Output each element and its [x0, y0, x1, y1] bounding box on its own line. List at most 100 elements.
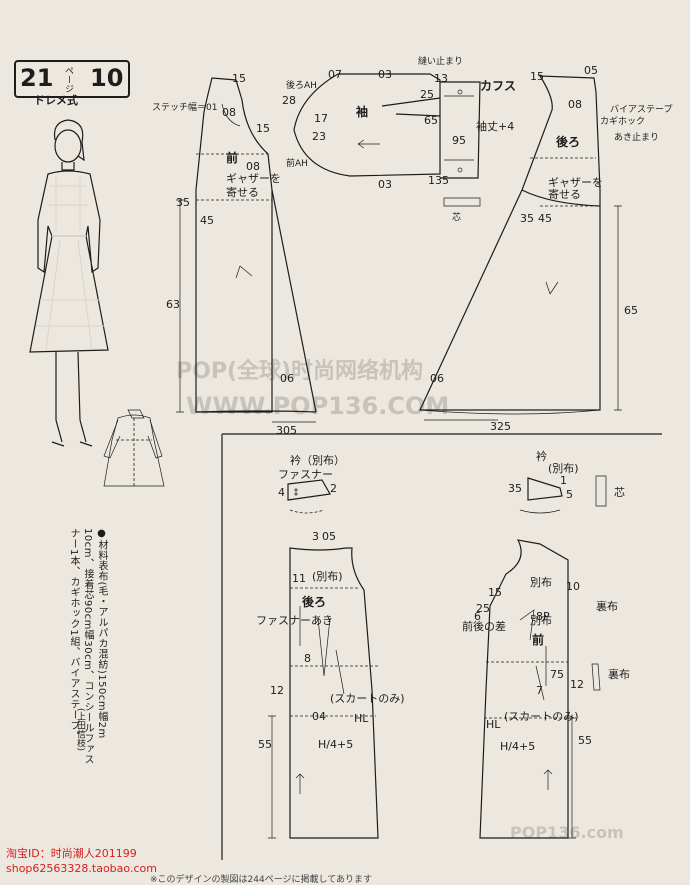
zipper-label: ファスナー — [278, 468, 333, 481]
sewing-end-label: 縫い止まり — [418, 55, 463, 67]
lining-label: 裏布 — [596, 599, 618, 613]
back-pattern — [419, 75, 601, 415]
dim-63: 63 — [166, 298, 180, 311]
designer-credit: (上田信枝) — [75, 708, 85, 752]
dim-08-back: 08 — [568, 98, 582, 111]
side-diff-label: 前後の差 — [462, 619, 506, 633]
dim-25-lining: 25 — [476, 602, 490, 615]
materials-line-3: ナー1本、カギホック1組、バイアステープ。 — [68, 528, 79, 742]
dim-6: 6 — [474, 610, 481, 623]
dim-07: 07 — [328, 68, 342, 81]
dim-55-front: 55 — [578, 734, 592, 747]
dim-35-back: 35 — [520, 212, 534, 225]
lining-front-label: 前 — [532, 632, 544, 647]
dim-03-bottom: 03 — [378, 178, 392, 191]
front-lining-pattern — [479, 539, 601, 839]
dim-08-front: 08 — [222, 106, 236, 119]
dim-10: 10 — [566, 580, 580, 593]
watermark-line2: WWW.POP136.COM — [186, 392, 449, 420]
pattern-system: ドレメ式 — [34, 94, 78, 107]
hl-label-2: HL — [486, 718, 501, 731]
dim-08-side: 08 — [246, 160, 260, 173]
dim-15-lining: 15 — [488, 586, 502, 599]
dim-65-sleeve: 65 — [424, 114, 438, 127]
dim-305: 305 — [276, 424, 297, 437]
collar-sep2-label: (別布) — [548, 462, 579, 475]
top-dimensions — [176, 199, 622, 423]
dim-05-collar: 05 — [322, 530, 336, 543]
dim-8p: 8P — [536, 610, 550, 623]
hl-label: HL — [354, 712, 369, 725]
dim-3-collar: 3 — [312, 530, 319, 543]
dim-45-front: 45 — [200, 214, 214, 227]
back-ah-label: 後ろAH — [286, 79, 317, 91]
shop-footer: 淘宝ID：时尚潮人201199 shop62563328.taobao.com — [0, 846, 190, 876]
materials-list: ●材料表布(毛・アルパカ混紡)150cm幅2m 10cm、接着芯90cm幅30c… — [66, 528, 108, 768]
dim-75: 75 — [550, 668, 564, 681]
dress-back-sketch — [103, 409, 165, 487]
dim-12-back: 12 — [270, 684, 284, 697]
shop-id: 淘宝ID：时尚潮人201199 — [6, 847, 137, 860]
sep-c-label: 別布 — [530, 576, 552, 589]
page-caption: ※このデザインの製図は244ページに掲載してあります — [150, 875, 373, 885]
materials-heading: ●材料 — [96, 528, 107, 561]
dim-4-collar: 4 — [278, 486, 285, 499]
dim-35-collar: 35 — [508, 482, 522, 495]
dim-65: 65 — [624, 304, 638, 317]
dim-12-front: 12 — [570, 678, 584, 691]
dim-95: 95 — [452, 134, 466, 147]
cuffs-label: カフス — [480, 79, 516, 93]
gather-back-label-2: 寄せる — [548, 187, 581, 201]
badge-unit: ページ — [63, 66, 73, 93]
dim-28: 28 — [282, 94, 296, 107]
section-divider — [221, 433, 662, 860]
dim-15-side: 15 — [256, 122, 270, 135]
hip-formula: H/4+5 — [318, 738, 353, 751]
dim-2-collar: 2 — [330, 482, 337, 495]
hook-label: カギホック — [600, 116, 645, 127]
dim-13: 13 — [434, 72, 448, 85]
hip-formula-2: H/4+5 — [500, 740, 535, 753]
watermark-line1: POP(全球)时尚网络机构 — [176, 358, 423, 384]
dim-15-back: 15 — [530, 70, 544, 83]
sep-b-label: (別布) — [312, 570, 343, 583]
zipper-open-label: ファスナーあき — [256, 614, 333, 627]
core-label: 芯 — [452, 211, 461, 223]
materials-line-1: 表布(毛・アルパカ混紡)150cm幅2m — [96, 560, 107, 739]
dim-45-back: 45 — [538, 212, 552, 225]
dim-06-back: 06 — [430, 372, 444, 385]
bottom-dimensions — [268, 715, 576, 839]
dim-55-back: 55 — [258, 738, 272, 751]
pattern-number-badge: 21 ページ 10 — [14, 60, 130, 98]
stitch-width-label: ステッチ幅＝01 — [152, 101, 217, 113]
sep-d-label: 別布 — [530, 614, 552, 627]
skirt-only-label: (スカートのみ) — [330, 692, 405, 705]
materials-line-2: 10cm、接着芯90cm幅30cm、コンシールファス — [82, 528, 93, 765]
gather-label-2: 寄せる — [226, 185, 259, 199]
dim-15-front: 15 — [232, 72, 246, 85]
back-label: 後ろ — [556, 134, 580, 149]
opening-end-label: あき止まり — [614, 131, 659, 143]
cuff-length-label: 袖丈+4 — [476, 119, 514, 133]
shop-url[interactable]: shop62563328.taobao.com — [6, 862, 157, 875]
sleeve-label: 袖 — [356, 104, 368, 119]
dim-05: 05 — [584, 64, 598, 77]
dim-04: 04 — [312, 710, 326, 723]
sleeve-pattern — [293, 73, 481, 207]
bias-tape-label: バイアステープ — [610, 104, 672, 115]
badge-page: 10 — [90, 64, 124, 92]
dim-03-top: 03 — [378, 68, 392, 81]
dim-23: 23 — [312, 130, 326, 143]
skirt-only-label-2: (スカートのみ) — [504, 710, 579, 723]
dim-1-collar: 1 — [560, 474, 567, 487]
gather-label: ギャザーを — [226, 172, 281, 185]
dim-325: 325 — [490, 420, 511, 433]
dim-11: 11 — [292, 572, 306, 585]
dim-8: 8 — [304, 652, 311, 665]
collar-pieces — [287, 475, 607, 514]
core-label-2: 芯 — [614, 485, 625, 499]
dim-135: 135 — [428, 174, 449, 187]
collar-sep-label: 衿（別布） — [290, 453, 345, 467]
